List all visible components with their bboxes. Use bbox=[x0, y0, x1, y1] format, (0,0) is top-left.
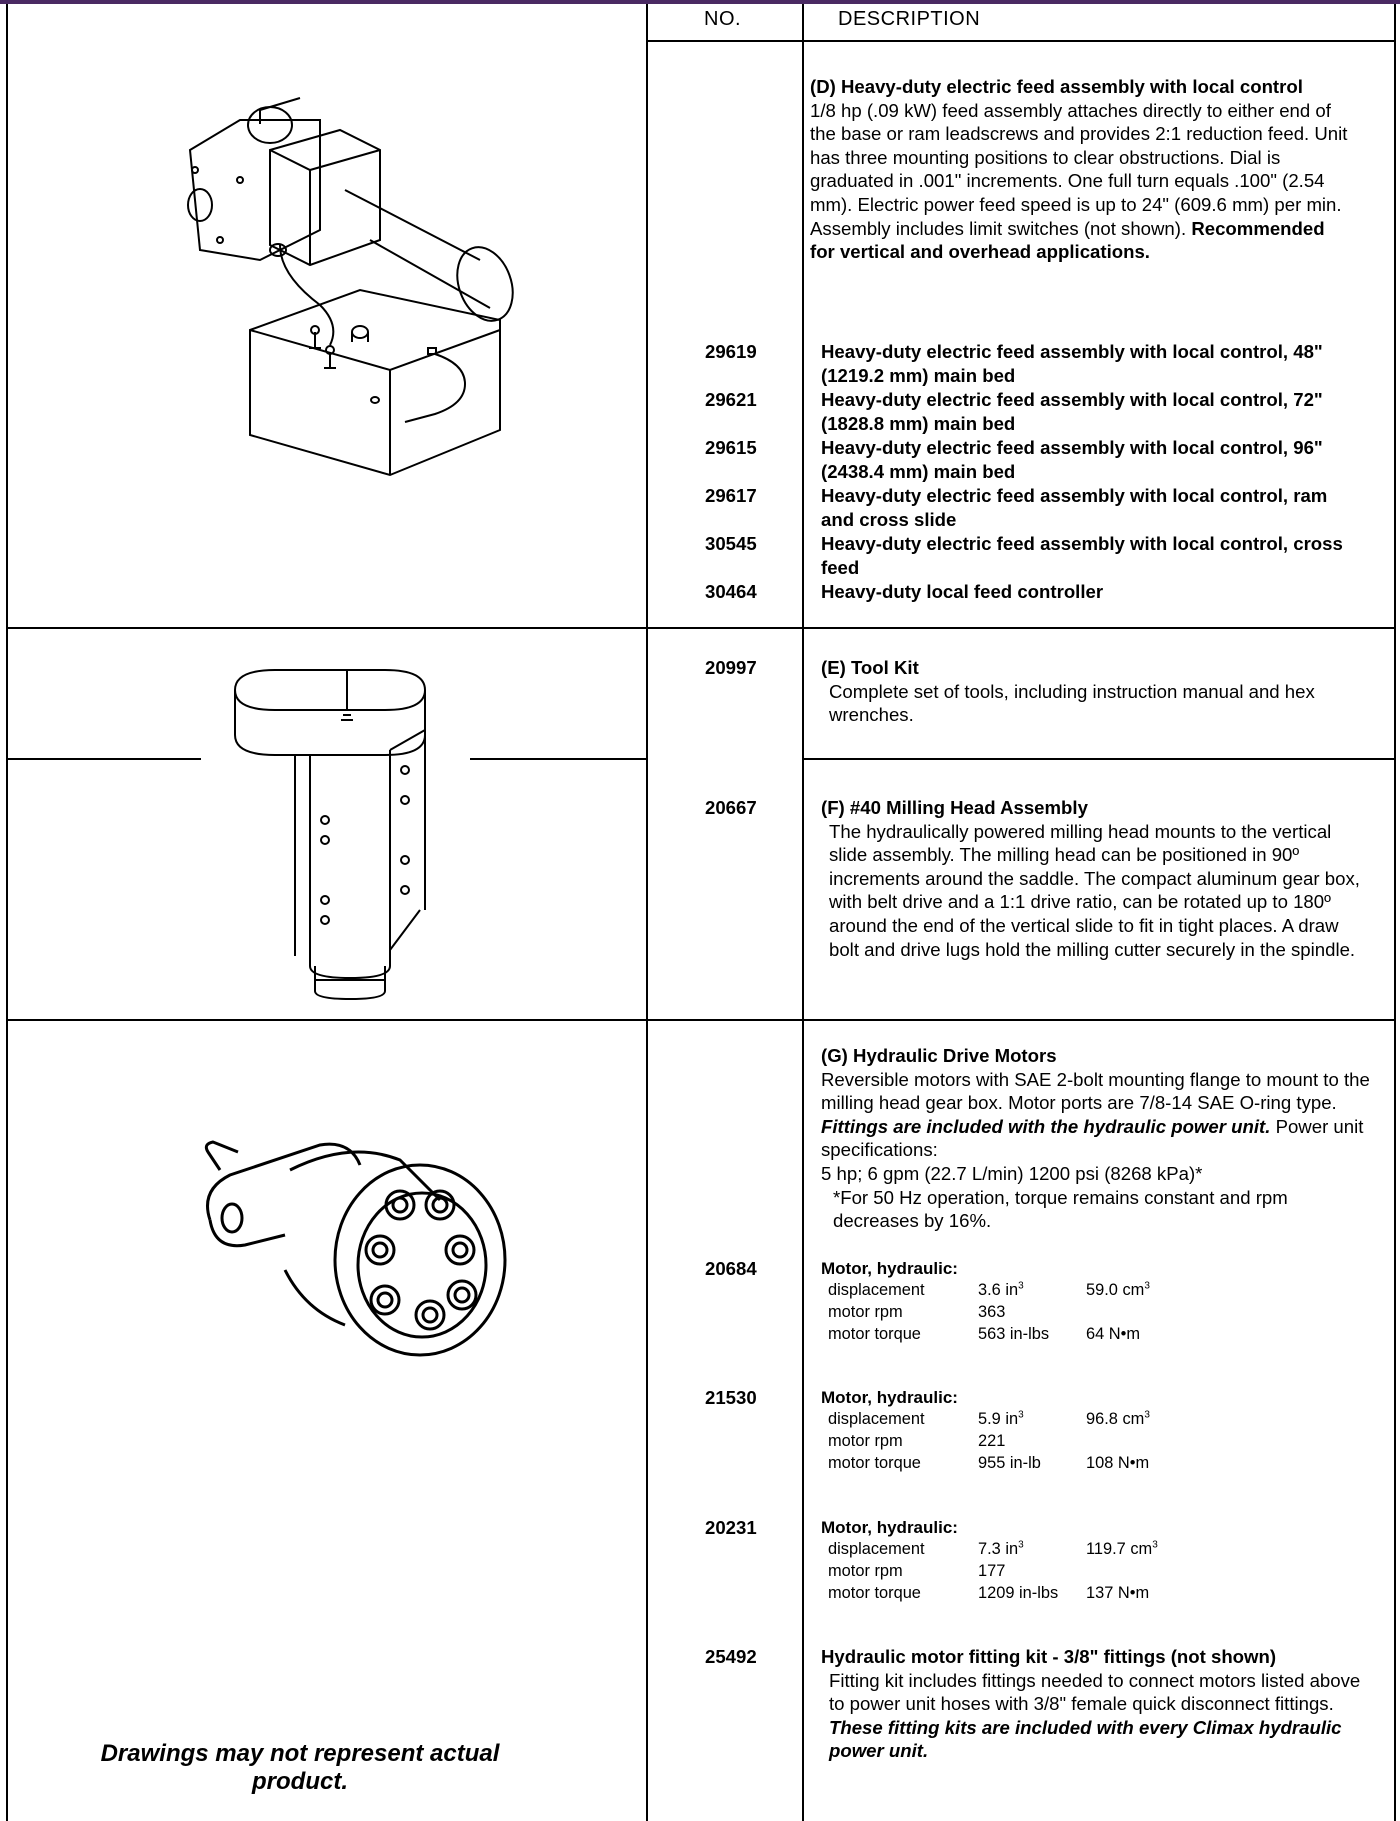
spec-value: 221 bbox=[978, 1432, 1006, 1450]
header-description: DESCRIPTION bbox=[838, 8, 981, 30]
top-color-bar bbox=[0, 0, 1400, 4]
spec-value: 563 in-lbs bbox=[978, 1325, 1050, 1343]
drawing-disclaimer: Drawings may not represent actual produc… bbox=[100, 1740, 500, 1795]
part-number: 29617 bbox=[705, 485, 757, 506]
section-e-title: (E) Tool Kit bbox=[821, 657, 919, 678]
part-number: 30545 bbox=[705, 533, 757, 554]
section-e-description: (E) Tool Kit Complete set of tools, incl… bbox=[821, 656, 1361, 727]
milling-head-assembly-drawing bbox=[234, 669, 426, 1000]
fitting-kit-emphasis: These fitting kits are included with eve… bbox=[829, 1716, 1342, 1762]
row-divider-e bbox=[802, 758, 1396, 760]
spec-label: motor torque bbox=[828, 1584, 921, 1602]
spec-value: 137 N•m bbox=[1086, 1584, 1150, 1602]
header-divider bbox=[646, 40, 1396, 42]
part-description: Heavy-duty electric feed assembly with l… bbox=[821, 485, 1328, 530]
fitting-kit-body: Fitting kit includes fittings needed to … bbox=[829, 1669, 1361, 1715]
spec-value: 96.8 cm3 bbox=[1086, 1409, 1150, 1428]
left-border bbox=[6, 4, 8, 1821]
spec-value: 1209 in-lbs bbox=[978, 1584, 1059, 1602]
part-number: 20231 bbox=[705, 1517, 757, 1538]
motor-label: Motor, hydraulic: bbox=[821, 1388, 958, 1407]
part-number: 29615 bbox=[705, 437, 757, 458]
column-divider-description bbox=[802, 4, 804, 1821]
section-d-body: 1/8 hp (.09 kW) feed assembly attaches d… bbox=[810, 99, 1348, 239]
spec-value: 7.3 in3 bbox=[978, 1539, 1024, 1558]
section-g-power-spec-label: Power unit specifications: bbox=[821, 1115, 1364, 1161]
part-number: 30464 bbox=[705, 581, 757, 602]
spec-value: 363 bbox=[978, 1303, 1006, 1321]
spec-value: 177 bbox=[978, 1562, 1006, 1580]
section-g-title: (G) Hydraulic Drive Motors bbox=[821, 1045, 1057, 1066]
part-description: Heavy-duty electric feed assembly with l… bbox=[821, 437, 1323, 482]
row-divider-f bbox=[6, 1019, 1396, 1021]
header-no: NO. bbox=[704, 8, 742, 30]
section-g-body: Reversible motors with SAE 2-bolt mounti… bbox=[821, 1068, 1370, 1114]
spec-label: motor rpm bbox=[828, 1303, 903, 1321]
fitting-kit-title: Hydraulic motor fitting kit - 3/8" fitti… bbox=[821, 1646, 1277, 1667]
section-e-body: Complete set of tools, including instruc… bbox=[829, 680, 1315, 726]
row-divider-d bbox=[6, 627, 1396, 629]
spec-label: motor rpm bbox=[828, 1432, 903, 1450]
spec-value: 5.9 in3 bbox=[978, 1409, 1024, 1428]
section-g-power-spec: 5 hp; 6 gpm (22.7 L/min) 1200 psi (8268 … bbox=[821, 1162, 1203, 1184]
part-description: Heavy-duty electric feed assembly with l… bbox=[821, 341, 1323, 386]
hydraulic-motor-drawing bbox=[204, 1140, 507, 1357]
spec-label: displacement bbox=[828, 1540, 925, 1558]
section-f-title: (F) #40 Milling Head Assembly bbox=[821, 797, 1088, 818]
motor-label: Motor, hydraulic: bbox=[821, 1259, 958, 1278]
part-number: 25492 bbox=[705, 1646, 757, 1667]
part-number: 20997 bbox=[705, 657, 757, 678]
part-number: 20667 bbox=[705, 797, 757, 818]
spec-value: 64 N•m bbox=[1086, 1325, 1141, 1343]
column-divider-no bbox=[646, 4, 648, 1821]
part-description: Heavy-duty electric feed assembly with l… bbox=[821, 389, 1323, 434]
section-d-body-bold: Recommended for vertical and overhead ap… bbox=[810, 217, 1325, 263]
spec-value: 119.7 cm3 bbox=[1086, 1539, 1158, 1558]
motor-spec-table: displacement 3.6 in3 59.0 cm3 motor rpm … bbox=[828, 1279, 1150, 1345]
section-d-title: (D) Heavy-duty electric feed assembly wi… bbox=[810, 76, 1303, 97]
row-divider-e-left bbox=[6, 758, 201, 760]
section-g-body-emphasis: Fittings are included with the hydraulic… bbox=[821, 1115, 1271, 1137]
electric-feed-assembly-drawing bbox=[187, 97, 514, 477]
spec-label: motor torque bbox=[828, 1454, 921, 1472]
spec-label: motor torque bbox=[828, 1325, 921, 1343]
fitting-kit-description: Hydraulic motor fitting kit - 3/8" fitti… bbox=[821, 1645, 1371, 1763]
spec-value: 108 N•m bbox=[1086, 1454, 1150, 1472]
row-divider-e-mid bbox=[470, 758, 646, 760]
part-description: Heavy-duty local feed controller bbox=[821, 581, 1104, 602]
section-f-description: (F) #40 Milling Head Assembly The hydrau… bbox=[821, 796, 1361, 961]
section-g-description: (G) Hydraulic Drive Motors Reversible mo… bbox=[821, 1044, 1371, 1233]
section-f-body: The hydraulically powered milling head m… bbox=[829, 820, 1360, 960]
part-description: Heavy-duty electric feed assembly with l… bbox=[821, 533, 1343, 578]
section-d-description: (D) Heavy-duty electric feed assembly wi… bbox=[810, 75, 1350, 264]
part-number: 29619 bbox=[705, 341, 757, 362]
motor-spec-table: displacement 7.3 in3 119.7 cm3 motor rpm… bbox=[828, 1538, 1158, 1604]
spec-value: 59.0 cm3 bbox=[1086, 1280, 1150, 1299]
part-number: 21530 bbox=[705, 1387, 757, 1408]
spec-label: motor rpm bbox=[828, 1562, 903, 1580]
spec-label: displacement bbox=[828, 1410, 925, 1428]
spec-label: displacement bbox=[828, 1281, 925, 1299]
right-border bbox=[1394, 4, 1396, 1821]
spec-value: 955 in-lb bbox=[978, 1454, 1041, 1472]
motor-spec-table: displacement 5.9 in3 96.8 cm3 motor rpm … bbox=[828, 1408, 1150, 1474]
section-g-note: *For 50 Hz operation, torque remains con… bbox=[833, 1186, 1288, 1232]
part-number: 20684 bbox=[705, 1258, 757, 1279]
motor-label: Motor, hydraulic: bbox=[821, 1518, 958, 1537]
spec-value: 3.6 in3 bbox=[978, 1280, 1024, 1299]
part-number: 29621 bbox=[705, 389, 757, 410]
